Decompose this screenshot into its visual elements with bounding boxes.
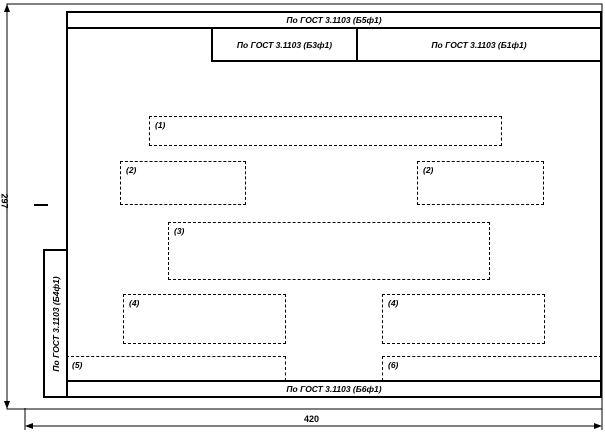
zone-2-left-label: (2)	[126, 165, 137, 175]
zone-5: (5)	[66, 356, 286, 381]
zone-1: (1)	[149, 116, 502, 146]
zone-6-label: (6)	[388, 360, 399, 370]
zone-3: (3)	[168, 222, 490, 280]
zone-2-right: (2)	[417, 161, 544, 205]
zone-3-label: (3)	[174, 226, 185, 236]
mid-left-title-block: По ГОСТ 3.1103 (Б3ф1)	[211, 27, 358, 62]
width-label: 420	[304, 414, 320, 424]
top-title-text: По ГОСТ 3.1103 (Б5ф1)	[286, 15, 382, 25]
side-title-block: По ГОСТ 3.1103 (Б4ф1)	[43, 249, 68, 398]
zone-4-right-label: (4)	[388, 298, 399, 308]
mid-left-title-text: По ГОСТ 3.1103 (Б3ф1)	[236, 39, 333, 50]
mid-right-title-block: По ГОСТ 3.1103 (Б1ф1)	[356, 27, 602, 62]
height-label: 297	[0, 193, 10, 209]
zone-5-label: (5)	[72, 360, 83, 370]
width-arrow-left	[25, 423, 33, 429]
zone-4-left-label: (4)	[129, 298, 140, 308]
height-arrow-top	[4, 4, 10, 12]
zone-1-label: (1)	[155, 120, 166, 130]
height-arrow-bottom	[4, 401, 10, 409]
zone-4-right: (4)	[382, 294, 545, 344]
side-title-text: По ГОСТ 3.1103 (Б4ф1)	[50, 275, 61, 372]
zone-2-left: (2)	[120, 161, 246, 205]
zone-2-right-label: (2)	[423, 165, 434, 175]
width-arrow-right	[594, 423, 602, 429]
bottom-title-text: По ГОСТ 3.1103 (Б6ф1)	[286, 384, 382, 394]
mid-right-title-text: По ГОСТ 3.1103 (Б1ф1)	[431, 39, 527, 50]
bottom-title-block: По ГОСТ 3.1103 (Б6ф1)	[66, 380, 602, 398]
zone-4-left: (4)	[123, 294, 286, 344]
zone-6: (6)	[382, 356, 602, 381]
